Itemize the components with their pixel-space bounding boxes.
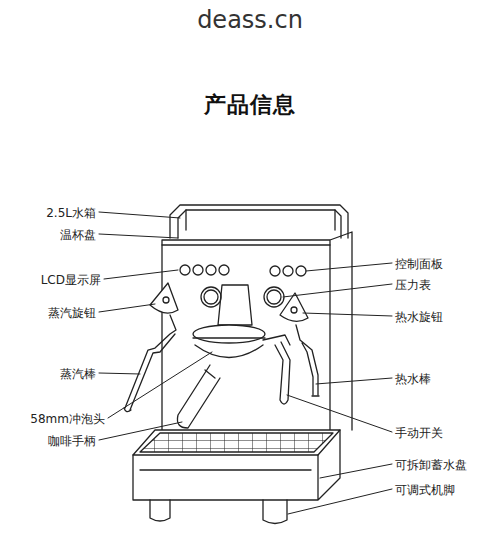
part-label: 温杯盘 [60,228,96,242]
part-label: 热水旋钮 [395,310,443,324]
part-label: 热水棒 [395,372,431,386]
part-label: 可拆卸蓄水盘 [395,458,467,472]
part-label: 58mm冲泡头 [30,412,105,426]
part-label: 压力表 [395,278,431,292]
part-label: 蒸汽棒 [60,367,96,381]
part-label: 2.5L水箱 [46,206,96,220]
part-label: 可调式机脚 [395,483,455,497]
part-label: 控制面板 [395,257,443,271]
page-title: 产品信息 [204,90,296,120]
part-label: LCD显示屏 [41,273,101,287]
part-label: 手动开关 [395,426,443,440]
watermark: deass.cn [197,6,303,34]
part-label: 咖啡手柄 [48,434,96,448]
part-label: 蒸汽旋钮 [48,306,96,320]
